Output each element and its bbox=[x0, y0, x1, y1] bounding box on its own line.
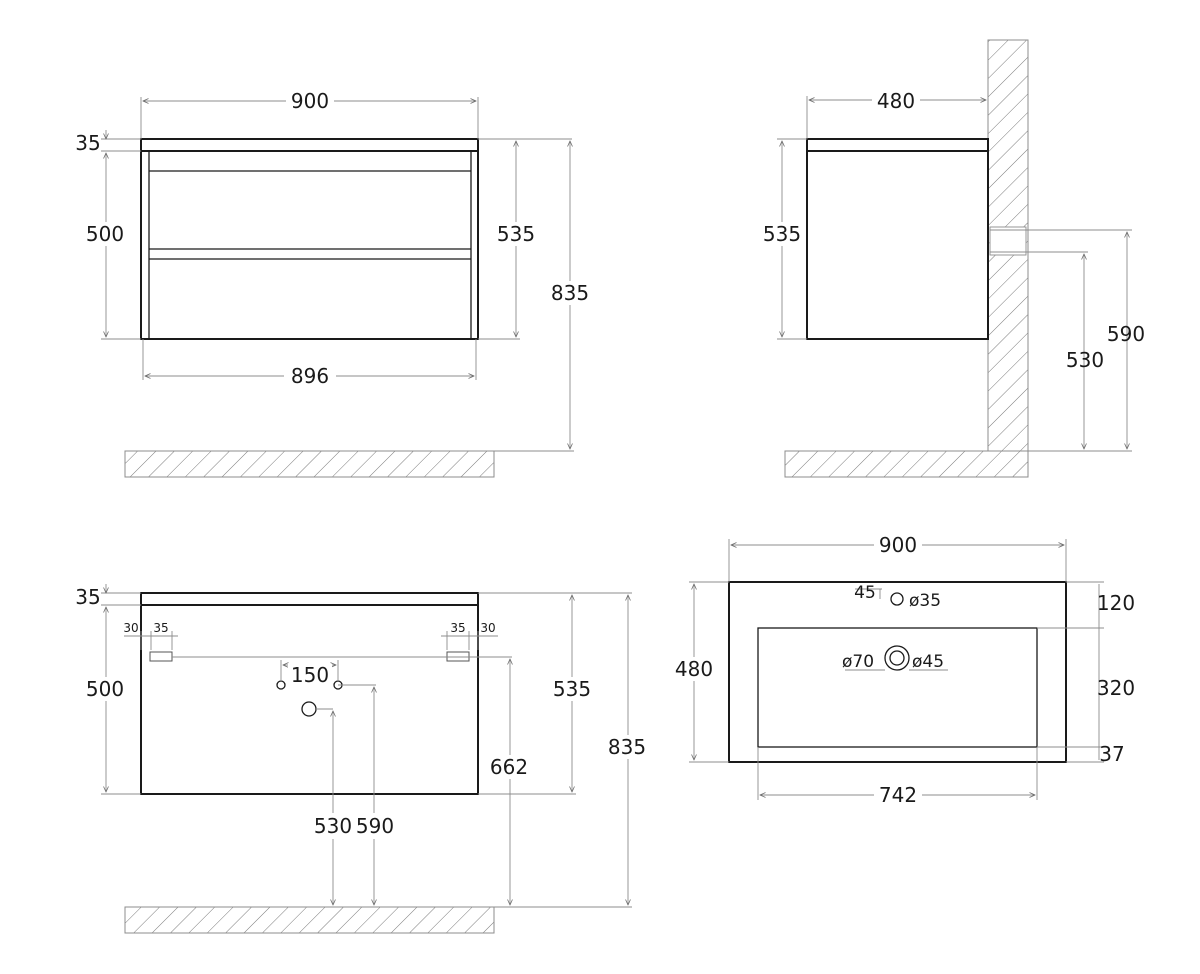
rear-floor-hatch bbox=[124, 906, 495, 934]
rear-body-height-label: 500 bbox=[86, 677, 124, 701]
top-back-margin-label: 37 bbox=[1099, 742, 1124, 766]
front-body-height-label: 500 bbox=[86, 222, 124, 246]
front-cabinet-body bbox=[140, 150, 479, 340]
top-width-label: 900 bbox=[879, 533, 917, 557]
rear-floor-height-label: 835 bbox=[608, 735, 646, 759]
front-cabinet-height-label: 535 bbox=[497, 222, 535, 246]
top-bowl-outline bbox=[757, 627, 1038, 748]
top-drain-inner-label: ø45 bbox=[912, 652, 944, 672]
side-floor-hatch bbox=[784, 450, 1029, 478]
top-countertop-outline bbox=[728, 581, 1067, 763]
rear-supply-height-label: 590 bbox=[356, 814, 394, 838]
top-drain-outer-label: ø70 bbox=[842, 652, 874, 672]
front-floor-hatch bbox=[124, 450, 495, 478]
top-bowl-width-label: 742 bbox=[879, 783, 917, 807]
top-tap-hole bbox=[890, 592, 904, 606]
front-countertop bbox=[140, 138, 479, 152]
rear-supply-hole-left bbox=[276, 680, 286, 690]
top-tap-hole-label: ø35 bbox=[909, 591, 941, 611]
front-top-thickness-label: 35 bbox=[75, 131, 100, 155]
front-width-label: 900 bbox=[291, 89, 329, 113]
rear-hole-spacing-label: 150 bbox=[291, 663, 329, 687]
rear-view: 30 35 35 30 150 530 590 35 bbox=[75, 584, 650, 934]
side-view: 480 535 590 530 bbox=[760, 39, 1145, 478]
top-drain-inner bbox=[889, 650, 905, 666]
side-depth-label: 480 bbox=[877, 89, 915, 113]
rear-bracket-left-width-label: 35 bbox=[153, 621, 168, 635]
top-tap-offset-label: 45 bbox=[854, 583, 876, 603]
top-view: 900 480 742 120 320 37 45 ø35 ø70 ø45 bbox=[672, 533, 1135, 807]
side-pipe-lower-label: 530 bbox=[1066, 348, 1104, 372]
rear-bracket-right bbox=[446, 651, 470, 662]
rear-bracket-left bbox=[149, 651, 173, 662]
top-depth-label: 480 bbox=[675, 657, 713, 681]
front-view: 900 896 35 500 535 835 bbox=[75, 89, 592, 478]
rear-drain-height-label: 530 bbox=[314, 814, 352, 838]
rear-drain-hole bbox=[301, 701, 317, 717]
front-floor-height-label: 835 bbox=[551, 281, 589, 305]
rear-cabinet-height-label: 535 bbox=[553, 677, 591, 701]
top-front-margin-label: 120 bbox=[1097, 591, 1135, 615]
rear-countertop bbox=[140, 592, 479, 606]
side-pipe-opening bbox=[989, 226, 1027, 256]
side-cabinet-height-label: 535 bbox=[763, 222, 801, 246]
top-bowl-depth-label: 320 bbox=[1097, 676, 1135, 700]
rear-top-thickness-label: 35 bbox=[75, 585, 100, 609]
rear-bracket-height-label: 662 bbox=[490, 755, 528, 779]
side-pipe-upper-label: 590 bbox=[1107, 322, 1145, 346]
front-bottom-width-label: 896 bbox=[291, 364, 329, 388]
rear-bracket-right-width-label: 35 bbox=[450, 621, 465, 635]
side-countertop bbox=[806, 138, 989, 152]
rear-bracket-left-offset-label: 30 bbox=[123, 621, 138, 635]
rear-bracket-right-offset-label: 30 bbox=[480, 621, 495, 635]
side-cabinet-body bbox=[806, 150, 989, 340]
rear-cabinet-body bbox=[140, 604, 479, 795]
